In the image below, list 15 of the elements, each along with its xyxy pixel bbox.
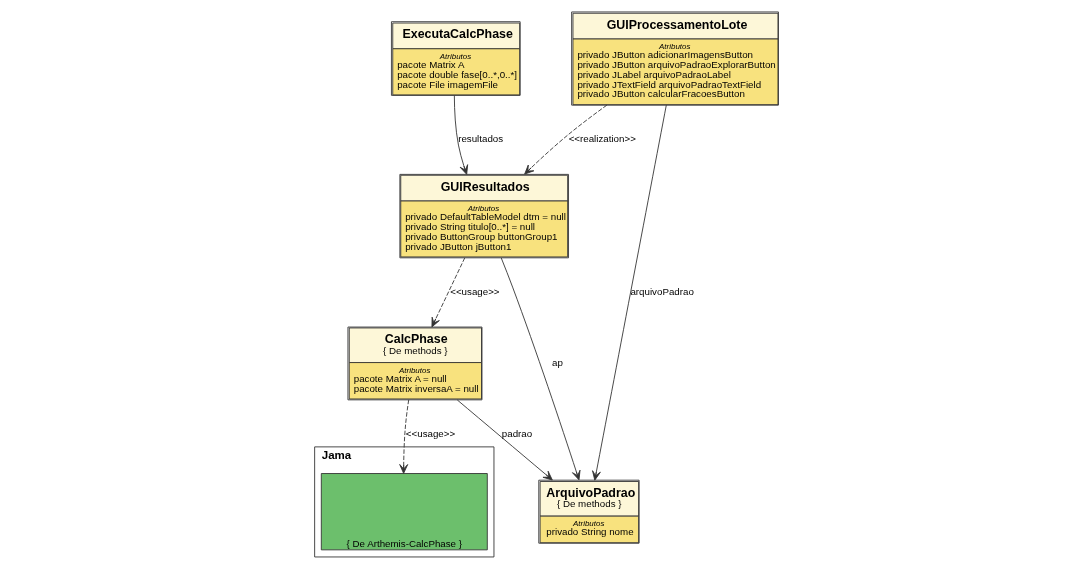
- arrow: [399, 399, 410, 474]
- arrow: [456, 399, 553, 481]
- edge-label: <<usage>>: [405, 427, 456, 439]
- arrow: [431, 257, 466, 328]
- arrow: [524, 104, 608, 175]
- arrow: [500, 257, 581, 481]
- edge-label: ap: [551, 356, 563, 368]
- node-box: { De Arthemis-CalcPhase }: [320, 473, 488, 551]
- arrow: [592, 104, 667, 481]
- arrow: [453, 95, 469, 175]
- edge-label: <<usage>>: [450, 285, 500, 297]
- edge-label: resultados: [458, 133, 504, 145]
- edge-label: <<realization>>: [568, 133, 636, 145]
- edge-label: arquivoPadrao: [630, 285, 694, 297]
- edge-label: padrao: [501, 427, 533, 439]
